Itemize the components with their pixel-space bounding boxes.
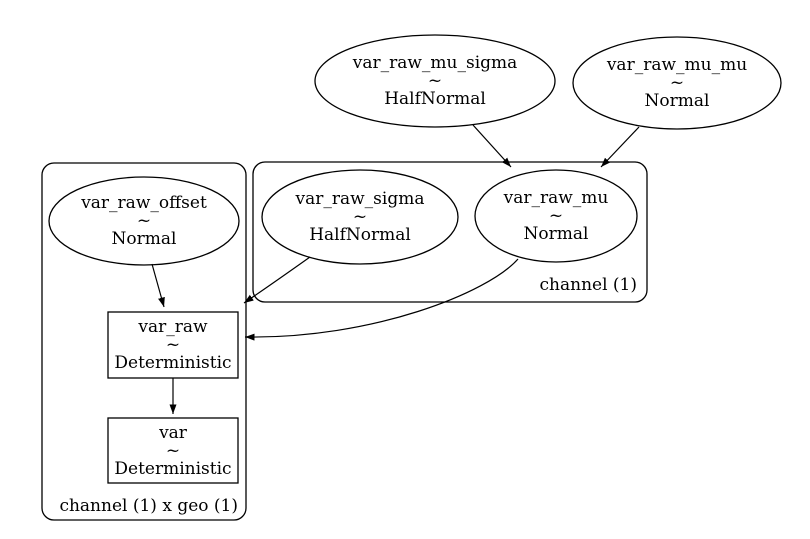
node-shape-var_raw: [107, 311, 239, 379]
node-shape-var_raw_offset: [48, 176, 240, 266]
plate-channel: [252, 161, 648, 303]
node-shape-var_raw_mu: [474, 169, 638, 263]
edge-var_raw_mu-to-var_raw: [244, 258, 519, 341]
node-shape-var_raw_sigma: [261, 169, 459, 265]
node-shape-var_raw_mu_sigma: [314, 34, 556, 128]
node-shape-var_raw_mu_mu: [572, 36, 782, 130]
plate-channel-geo: [41, 162, 247, 521]
edge-var_raw_sigma-to-var_raw: [243, 256, 311, 304]
node-shape-var: [107, 417, 239, 484]
edge-var_raw_offset-to-var_raw: [151, 263, 165, 308]
edge-var_raw_mu_mu-to-var_raw_mu: [600, 126, 640, 168]
edge-var_raw_mu_sigma-to-var_raw_mu: [472, 124, 512, 168]
